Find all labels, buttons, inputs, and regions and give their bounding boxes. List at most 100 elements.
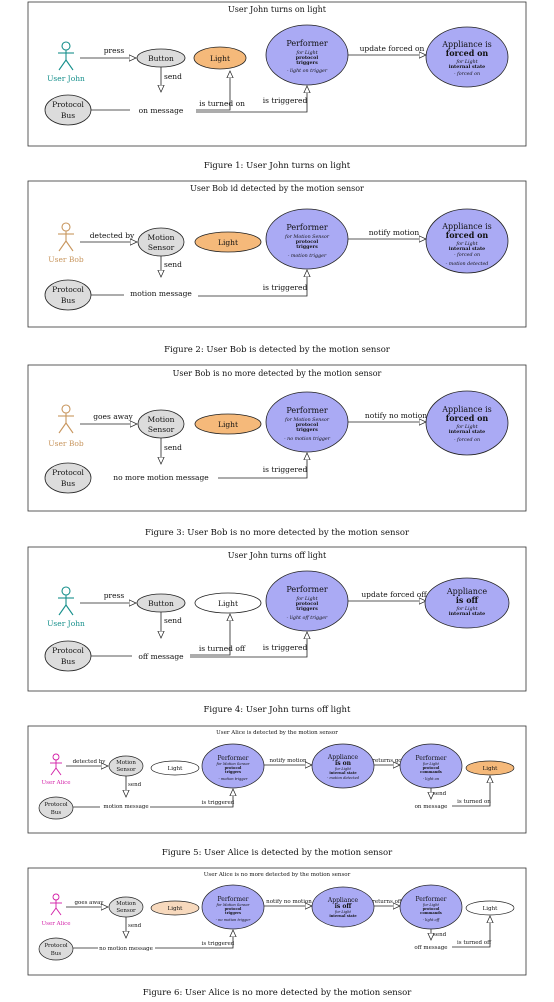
- figure-frame: [27, 364, 527, 512]
- actor-label: User Bob: [48, 439, 84, 448]
- message-label: motion message: [130, 289, 192, 298]
- turned-off-connector: [190, 614, 230, 656]
- triggered-connector: [190, 632, 307, 658]
- appliance-state: forced on: [446, 413, 489, 423]
- light-node: [194, 413, 262, 435]
- performer2-line: for Light: [422, 762, 440, 766]
- figure-frame: [27, 1, 527, 147]
- actor-label: User Alice: [42, 921, 71, 927]
- light2-node: [465, 760, 515, 776]
- performer-line: triggers: [296, 60, 318, 66]
- figure-title: User John turns on light: [228, 5, 327, 14]
- action2-label: returns go: [372, 758, 402, 764]
- figure-title: User Bob id detected by the motion senso…: [190, 184, 364, 193]
- send-label: send: [128, 923, 142, 929]
- actor-user-john: [58, 41, 74, 71]
- action-label: notify motion: [369, 228, 420, 237]
- performer-title: Performer: [286, 39, 328, 48]
- sensor-label-line2: Sensor: [148, 243, 175, 252]
- appliance-line: - forced on: [454, 252, 480, 258]
- performer-line: protocol: [296, 55, 319, 61]
- sensor-node: [108, 755, 144, 777]
- send-label: send: [164, 616, 182, 625]
- performer-line: - no motion trigger: [216, 918, 251, 922]
- figure-caption: Figure 4: User John turns off light: [204, 705, 351, 715]
- sensor-label-line1: Motion: [148, 233, 175, 242]
- performer-line: protocol: [225, 766, 242, 770]
- appliance-line: for Light: [455, 59, 477, 65]
- bus-label-line2: Bus: [61, 296, 75, 305]
- bus-label-line2: Bus: [61, 657, 75, 666]
- actor-label: User Bob: [48, 255, 84, 264]
- performer2-line: - light off: [423, 918, 441, 922]
- figure-5: User Alice is detected by the motion sen…: [27, 725, 527, 858]
- bus-label-line1: Protocol: [52, 100, 84, 109]
- performer-line: protocol: [225, 907, 242, 911]
- protocol-bus-node: [38, 937, 74, 961]
- sensor-label-line1: Motion: [148, 415, 175, 424]
- light-node: [194, 592, 262, 614]
- appliance-state: is on: [335, 760, 352, 767]
- light-node: [150, 760, 200, 776]
- message-label: no more motion message: [113, 473, 209, 482]
- triggered-label: is triggered: [263, 96, 308, 105]
- performer-line: for Motion Sensor: [284, 234, 330, 240]
- appliance-line: - forced on: [454, 71, 480, 77]
- appliance-node: [425, 390, 509, 456]
- performer-title: Performer: [218, 755, 249, 762]
- actor-label: User Alice: [42, 780, 71, 786]
- appliance-title: Appliance is: [441, 405, 491, 414]
- bus-label-line2: Bus: [51, 810, 62, 816]
- sensor-label: Button: [148, 599, 174, 608]
- sensor-label-line1: Motion: [116, 760, 136, 766]
- appliance-title: Appliance: [327, 754, 359, 761]
- triggered-label: is triggered: [263, 643, 308, 652]
- triggered-connector: [150, 789, 233, 808]
- performer-line: for Motion Sensor: [284, 417, 330, 423]
- bus-label-line1: Protocol: [44, 943, 68, 949]
- performer-line: triggers: [296, 427, 318, 433]
- actor-label: User John: [47, 74, 85, 83]
- appliance-line: for Light: [455, 424, 477, 430]
- figure-4: User John turns off light User John pres…: [27, 546, 527, 715]
- figure-frame: [27, 180, 527, 328]
- light-label: Light: [210, 54, 230, 63]
- figure-frame: [27, 725, 527, 834]
- light2-label: Light: [483, 906, 498, 912]
- performer-line: - light off trigger: [287, 615, 328, 621]
- performer-line: triggers: [225, 770, 241, 774]
- triggered-connector: [218, 453, 307, 479]
- light-label: Light: [168, 906, 183, 912]
- appliance-line: for Light: [455, 241, 477, 247]
- triggered-connector: [196, 86, 307, 113]
- appliance-line: for Light: [334, 910, 352, 914]
- send-label: send: [164, 72, 182, 81]
- appliance-node: [424, 577, 510, 629]
- performer2-line: for Light: [422, 903, 440, 907]
- light-label: Light: [218, 599, 238, 608]
- action-label: update forced off: [361, 590, 427, 599]
- appliance-line: internal state: [449, 64, 486, 70]
- sensor-label: Button: [148, 54, 174, 63]
- bus-label-line1: Protocol: [52, 646, 84, 655]
- appliance-title: Appliance: [327, 897, 359, 904]
- bus-label-line1: Protocol: [52, 468, 84, 477]
- appliance-line: internal state: [329, 771, 357, 775]
- figure-title: User John turns off light: [228, 551, 327, 560]
- trigger-label: press: [104, 46, 125, 55]
- performer2-line: - light on: [423, 777, 440, 781]
- light2-event-label: is turned on: [457, 799, 491, 805]
- light2-label: Light: [483, 766, 498, 772]
- performer2-line: protocol: [423, 766, 440, 770]
- sensor-node: [108, 896, 144, 918]
- triggered-label: is triggered: [263, 465, 308, 474]
- triggered-connector: [155, 930, 233, 949]
- appliance-title: Appliance is: [441, 40, 491, 49]
- sensor-label-line2: Sensor: [148, 425, 175, 434]
- triggered-label: is triggered: [263, 283, 308, 292]
- performer2-line: commands: [420, 911, 442, 915]
- figure-1: User John turns on light User John press…: [27, 1, 527, 171]
- light-node: [150, 900, 200, 916]
- light-label: Light: [218, 420, 238, 429]
- bus-label-line1: Protocol: [52, 285, 84, 294]
